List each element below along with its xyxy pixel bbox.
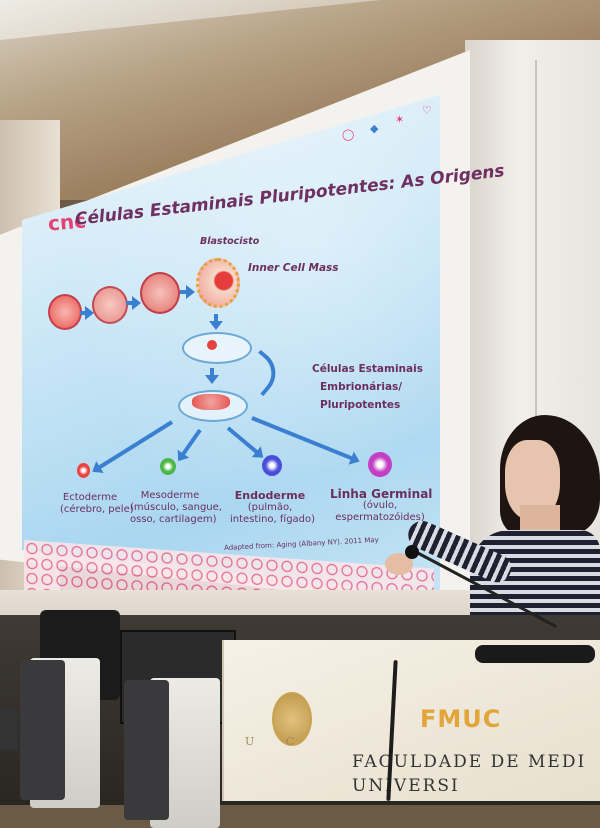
esc-label-line3: Pluripotentes [320,399,401,411]
morula [140,272,180,314]
arrow-icon [180,285,195,299]
podium-faculty-name: FACULDADE DE MEDI [352,752,587,772]
wall-panel-seam [535,60,537,580]
ectoderm-cell [77,463,90,478]
zygote-cell [48,294,82,330]
microphone-icon [405,545,419,559]
drop-icon: ◆ [370,122,379,135]
blastocyst [196,258,240,308]
germline-cell [368,452,392,477]
inner-cell-mass-label: Inner Cell Mass [248,262,339,274]
petri-dish [182,332,252,364]
endoderm-label: Endoderme(pulmão,intestino, fígado) [230,489,316,526]
endoderm-cell [262,455,282,476]
arrow-icon [126,296,141,310]
university-seal-icon [272,692,312,746]
right-speaker-side [124,680,169,820]
heart-icon: ♡ [422,104,432,117]
mesoderm-label: Mesoderme(músculo, sangue,osso, cartilag… [130,490,222,525]
speech-bubble-icon: ◯ [342,128,355,141]
germline-label: Linha Germinal(óvulo,espermatozóides) [330,487,433,523]
podium-letters: U C [245,735,309,748]
presenter-hand [385,553,413,575]
two-cell-embryo [92,286,128,324]
star-icon: ✶ [395,113,405,126]
ectoderm-label: Ectoderme(cérebro, pele) [60,492,134,515]
esc-label-line2: Embrionárias/ [320,381,403,393]
mesoderm-cell [160,458,176,475]
podium-acronym: FMUC [420,705,502,733]
blastocyst-label: Blastocisto [200,236,260,247]
arrow-icon [214,314,218,324]
desk-microphone [0,710,18,750]
podium-university-name: UNIVERSI [352,776,460,796]
arrow-icon [80,306,94,320]
inner-cell-sample [207,340,217,350]
esc-label-line1: Células Estaminais [312,363,423,375]
left-speaker-side [20,660,65,800]
arrow-icon [210,368,214,378]
microphone-base [475,645,595,663]
stem-cell-colony [192,394,230,410]
